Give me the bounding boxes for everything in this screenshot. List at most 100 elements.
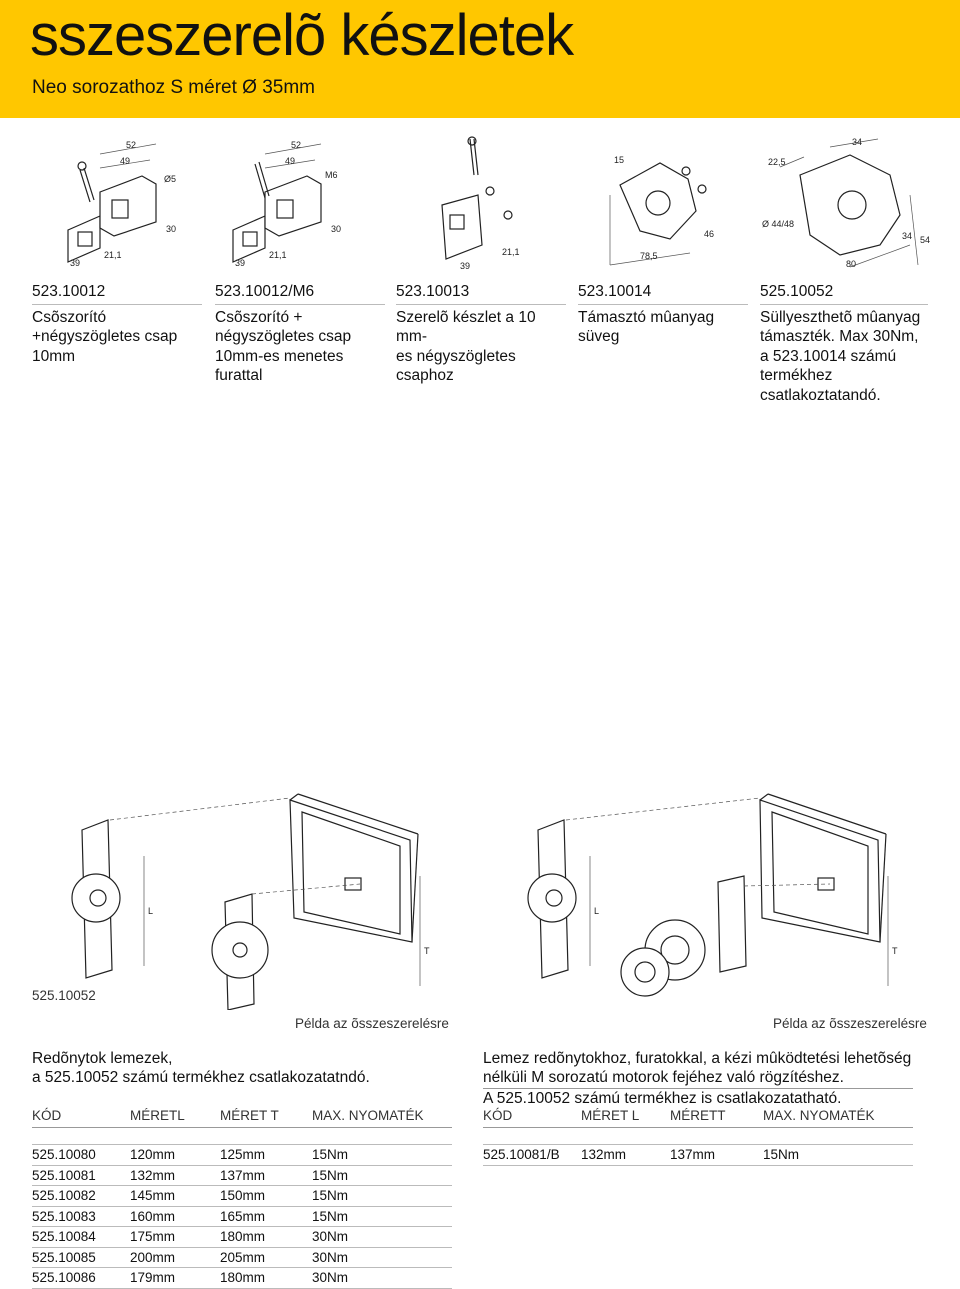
table-cell: 15Nm [312, 1208, 349, 1224]
table-cell: 175mm [130, 1229, 176, 1244]
table-cell: 15Nm [763, 1147, 800, 1162]
assembly-caption-right: Példa az õsszeszerelésre [773, 1016, 927, 1031]
dim-label: 34 [852, 137, 862, 147]
assembly-code: 525.10052 [32, 988, 96, 1003]
table-cell: 137mm [220, 1167, 266, 1183]
page-subtitle: Neo sorozathoz S méret Ø 35mm [32, 77, 315, 98]
right-section-intro: Lemez redõnytokhoz, furatokkal, a kézi m… [483, 1049, 913, 1108]
product-code: 523.10012 [32, 282, 202, 305]
right-table: KÓD MÉRET L MÉRETT MAX. NYOMATÉK 525.100… [483, 1105, 913, 1166]
product-code: 523.10014 [578, 282, 748, 305]
product-desc: a 523.10014 számú [760, 347, 897, 365]
product-desc: Csõszorító + [215, 308, 303, 326]
table-cell: 145mm [130, 1188, 176, 1203]
product-desc: Támasztó mûanyag [578, 308, 715, 326]
dim-label: 21,1 [502, 247, 520, 257]
column-header: MÉRETL [130, 1108, 185, 1123]
table-cell: 179mm [130, 1270, 176, 1285]
product-desc: +négyszögletes csap [32, 328, 178, 345]
dim-label: 39 [235, 258, 245, 268]
table-cell: 525.10086 [32, 1270, 96, 1285]
product-desc: 10mm [32, 347, 76, 365]
product-item: 523.10012 Csõszorító +négyszögletes csap… [32, 282, 202, 366]
dim-label: Ø5 [164, 174, 176, 184]
dim-label: 21,1 [104, 250, 122, 260]
dim-label: L [594, 906, 599, 916]
table-cell: 30Nm [312, 1270, 349, 1285]
dim-label: 15 [614, 155, 624, 165]
table-cell: 132mm [130, 1167, 176, 1183]
product-item: 525.10052 Süllyeszthetõ mûanyag támaszté… [760, 282, 928, 405]
dim-label: T [892, 946, 898, 956]
assembly-caption-left: Példa az õsszeszerelésre [295, 1016, 449, 1031]
product-desc: négyszögletes csap [215, 328, 352, 345]
table-cell: 525.10081/B [483, 1147, 560, 1162]
dim-label: 39 [460, 261, 470, 271]
table-row: 525.10086 179mm 180mm 30Nm [32, 1268, 452, 1289]
table-row: 525.10082 145mm 150mm 15Nm [32, 1186, 452, 1207]
intro-line: nélküli M sorozatú motorok fejéhez való … [483, 1068, 913, 1089]
table-cell: 125mm [220, 1147, 266, 1162]
product-code: 523.10013 [396, 282, 566, 305]
table-cell: 165mm [220, 1208, 266, 1224]
table-cell: 200mm [130, 1249, 176, 1265]
dim-label: T [424, 946, 430, 956]
dim-label: 39 [70, 258, 80, 268]
column-header: MAX. NYOMATÉK [763, 1108, 875, 1123]
table-cell: 132mm [581, 1147, 627, 1162]
table-header: KÓD MÉRETL MÉRET T MAX. NYOMATÉK [32, 1105, 452, 1128]
product-desc: es négyszögletes csaphoz [396, 347, 516, 385]
table-cell: 30Nm [312, 1229, 349, 1244]
dim-label: 46 [704, 229, 714, 239]
column-header: MÉRETT [670, 1108, 726, 1123]
product-item: 523.10014 Támasztó mûanyag süveg [578, 282, 748, 347]
table-cell: 525.10082 [32, 1188, 96, 1203]
column-header: KÓD [32, 1108, 62, 1123]
product-desc: Csõszorító [32, 308, 107, 326]
product-desc: 10mm-es menetes furattal [215, 347, 344, 385]
column-header: KÓD [483, 1108, 513, 1123]
dim-label: 80 [846, 259, 856, 269]
dim-label: Ø 44/48 [762, 219, 794, 229]
left-table: KÓD MÉRETL MÉRET T MAX. NYOMATÉK 525.100… [32, 1105, 452, 1289]
dim-label: 49 [285, 156, 295, 166]
assembly-drawing-left: L T [71, 793, 430, 1010]
drawing-525-10052: 22,5 34 Ø 44/48 80 34 54 [762, 137, 930, 269]
table-cell: 525.10081 [32, 1167, 96, 1183]
table-row: 525.10081/B 132mm 137mm 15Nm [483, 1145, 913, 1166]
table-row: 525.10084 175mm 180mm 30Nm [32, 1227, 452, 1248]
table-header: KÓD MÉRET L MÉRETT MAX. NYOMATÉK [483, 1105, 913, 1128]
table-cell: 120mm [130, 1147, 176, 1162]
dim-label: 78,5 [640, 251, 658, 261]
drawing-523-10014: 15 46 78,5 [609, 155, 714, 266]
table-cell: 180mm [220, 1229, 266, 1244]
product-desc: Szerelõ készlet a 10 mm- [396, 308, 536, 346]
dim-label: 52 [126, 140, 136, 150]
product-desc: csatlakoztatandó. [760, 386, 881, 404]
column-header: MAX. NYOMATÉK [312, 1108, 424, 1123]
dim-label: 21,1 [269, 250, 287, 260]
assembly-drawing-right: L T [527, 793, 898, 997]
product-desc: Süllyeszthetõ mûanyag [760, 308, 921, 326]
table-row: 525.10081 132mm 137mm 15Nm [32, 1166, 452, 1186]
product-desc: támaszték. Max 30Nm, [760, 328, 919, 345]
product-item: 523.10012/M6 Csõszorító + négyszögletes … [215, 282, 385, 386]
column-header: MÉRET L [581, 1108, 640, 1123]
intro-line: a 525.10052 számú termékhez csatlakozata… [32, 1069, 370, 1086]
table-cell: 150mm [220, 1188, 266, 1203]
dim-label: M6 [325, 170, 338, 180]
table-row: 525.10080 120mm 125mm 15Nm [32, 1145, 452, 1166]
product-item: 523.10013 Szerelõ készlet a 10 mm- es né… [396, 282, 566, 386]
dim-label: 52 [291, 140, 301, 150]
drawing-523-10013: 39 21,1 [441, 136, 520, 271]
drawing-523-10012: 52 49 Ø5 39 30 21,1 [67, 140, 176, 268]
table-cell: 525.10085 [32, 1249, 96, 1265]
dim-label: L [148, 906, 153, 916]
product-code: 525.10052 [760, 282, 928, 305]
dim-label: 54 [920, 235, 930, 245]
table-cell: 15Nm [312, 1147, 349, 1162]
table-cell: 525.10084 [32, 1229, 96, 1244]
product-desc: süveg [578, 328, 620, 345]
header-banner: sszeszerelõ készletek Neo sorozathoz S m… [0, 0, 960, 118]
table-cell: 525.10083 [32, 1208, 96, 1224]
